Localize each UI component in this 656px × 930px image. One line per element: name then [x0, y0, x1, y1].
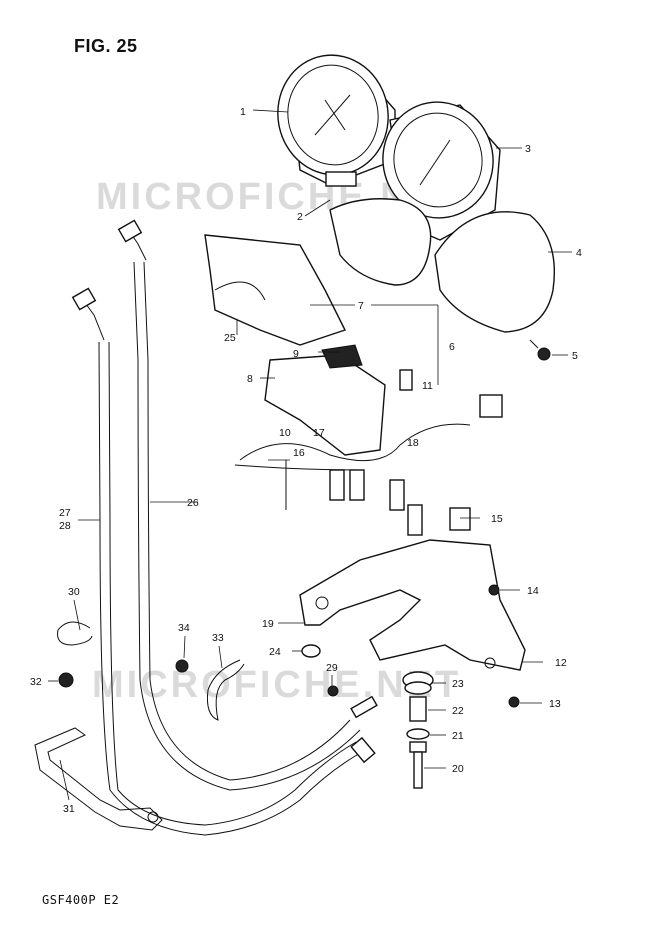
model-code: GSF400P E2 — [42, 893, 120, 907]
callout-20: 20 — [452, 763, 464, 775]
callout-27: 27 — [59, 507, 71, 519]
callout-31: 31 — [63, 803, 75, 815]
callout-25: 25 — [224, 332, 236, 344]
washer-21 — [406, 728, 430, 740]
meter-cover — [204, 234, 346, 346]
clamp-33 — [207, 659, 245, 721]
callout-34: 34 — [178, 622, 190, 634]
callout-3: 3 — [525, 143, 531, 155]
callout-30: 30 — [68, 586, 80, 598]
callout-29: 29 — [326, 662, 338, 674]
callout-10: 10 — [279, 427, 291, 439]
tachometer-gauge — [382, 101, 501, 241]
callout-26: 26 — [187, 497, 199, 509]
callout-22: 22 — [452, 705, 464, 717]
callout-18: 18 — [407, 437, 419, 449]
figure-title: FIG. 25 — [74, 36, 138, 56]
callout-12: 12 — [555, 657, 567, 669]
callout-23: 23 — [452, 678, 464, 690]
callout-13: 13 — [549, 698, 561, 710]
bolt-14 — [488, 584, 500, 596]
screw-29 — [327, 685, 339, 697]
meter-bracket — [264, 354, 386, 456]
callout-11: 11 — [422, 380, 433, 392]
callout-4: 4 — [576, 247, 582, 259]
screw-13 — [508, 696, 520, 708]
plate-15 — [449, 507, 471, 531]
meter-wiring-harness — [234, 369, 503, 536]
clip-30 — [57, 621, 93, 646]
callout-8: 8 — [247, 373, 253, 385]
speedometer-gauge — [277, 54, 396, 187]
callout-32: 32 — [30, 676, 42, 688]
bracket-cushion-9 — [321, 344, 363, 369]
speedometer-cable-27-28 — [71, 287, 378, 836]
bolt-20 — [409, 741, 427, 789]
callout-9: 9 — [293, 348, 299, 360]
cable-bracket-31 — [34, 727, 163, 831]
callout-19: 19 — [262, 618, 274, 630]
callout-6: 6 — [449, 341, 455, 353]
bolt-32 — [58, 672, 74, 688]
callout-28: 28 — [59, 520, 71, 532]
callout-17: 17 — [313, 427, 325, 439]
screw-34 — [175, 659, 189, 673]
tachometer-cable-26 — [117, 219, 361, 791]
screw-5 — [529, 339, 551, 361]
callout-15: 15 — [491, 513, 503, 525]
tachometer-lower-case — [434, 211, 556, 333]
callout-5: 5 — [572, 350, 578, 362]
speedometer-lower-case — [329, 198, 432, 286]
nut-24 — [301, 644, 321, 658]
callout-24: 24 — [269, 646, 281, 658]
grommet-23 — [402, 671, 434, 695]
callout-33: 33 — [212, 632, 224, 644]
callout-14: 14 — [527, 585, 539, 597]
callout-2: 2 — [297, 211, 303, 223]
callout-21: 21 — [452, 730, 464, 742]
leader-lines — [48, 109, 572, 801]
callout-16: 16 — [293, 447, 305, 459]
callout-labels: 1 2 3 4 5 6 7 8 9 10 11 12 13 14 15 16 1… — [30, 106, 582, 815]
callout-7: 7 — [358, 300, 364, 312]
spacer-22 — [409, 696, 427, 722]
meter-stay-plate — [299, 539, 526, 671]
callout-1: 1 — [240, 106, 246, 118]
